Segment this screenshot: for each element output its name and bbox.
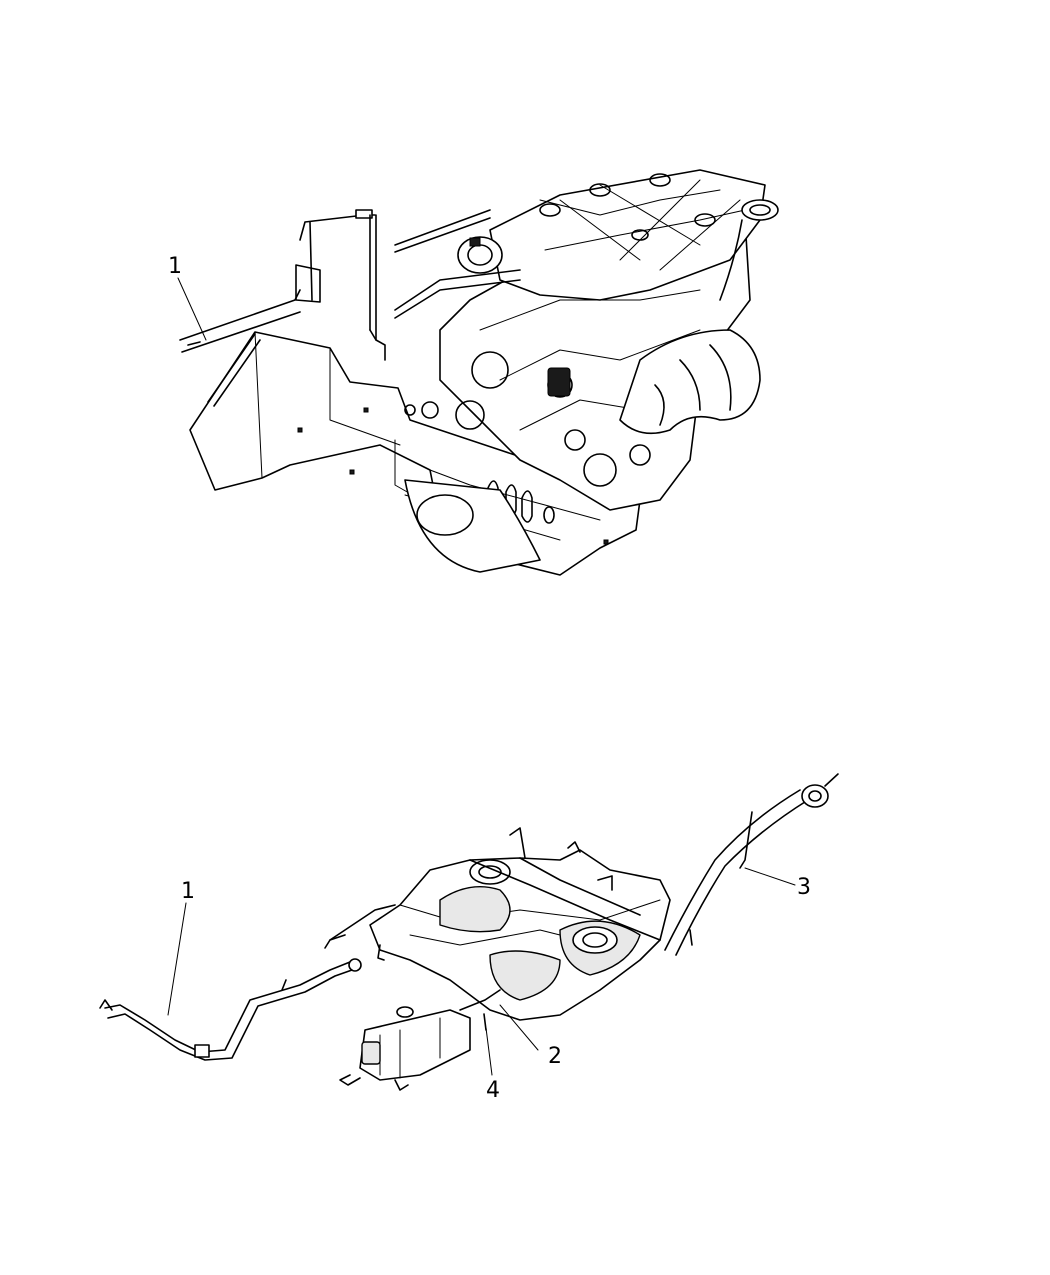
callout-bottom-3: 3 xyxy=(797,875,811,900)
callout-bottom-4: 4 xyxy=(486,1078,500,1103)
engine-assembly-illustration xyxy=(177,169,779,576)
callout-leader-bottom-1 xyxy=(167,902,187,1016)
callout-leader-bottom-4 xyxy=(485,1027,493,1076)
fuel-tank-assembly-illustration xyxy=(99,773,839,1091)
callout-leader-top-1 xyxy=(177,277,207,341)
callout-bottom-2: 2 xyxy=(548,1044,562,1069)
callout-leader-bottom-3 xyxy=(744,867,796,886)
callout-leader-bottom-2 xyxy=(499,1004,539,1051)
callout-bottom-1: 1 xyxy=(181,879,195,904)
callout-top-1: 1 xyxy=(168,254,182,279)
